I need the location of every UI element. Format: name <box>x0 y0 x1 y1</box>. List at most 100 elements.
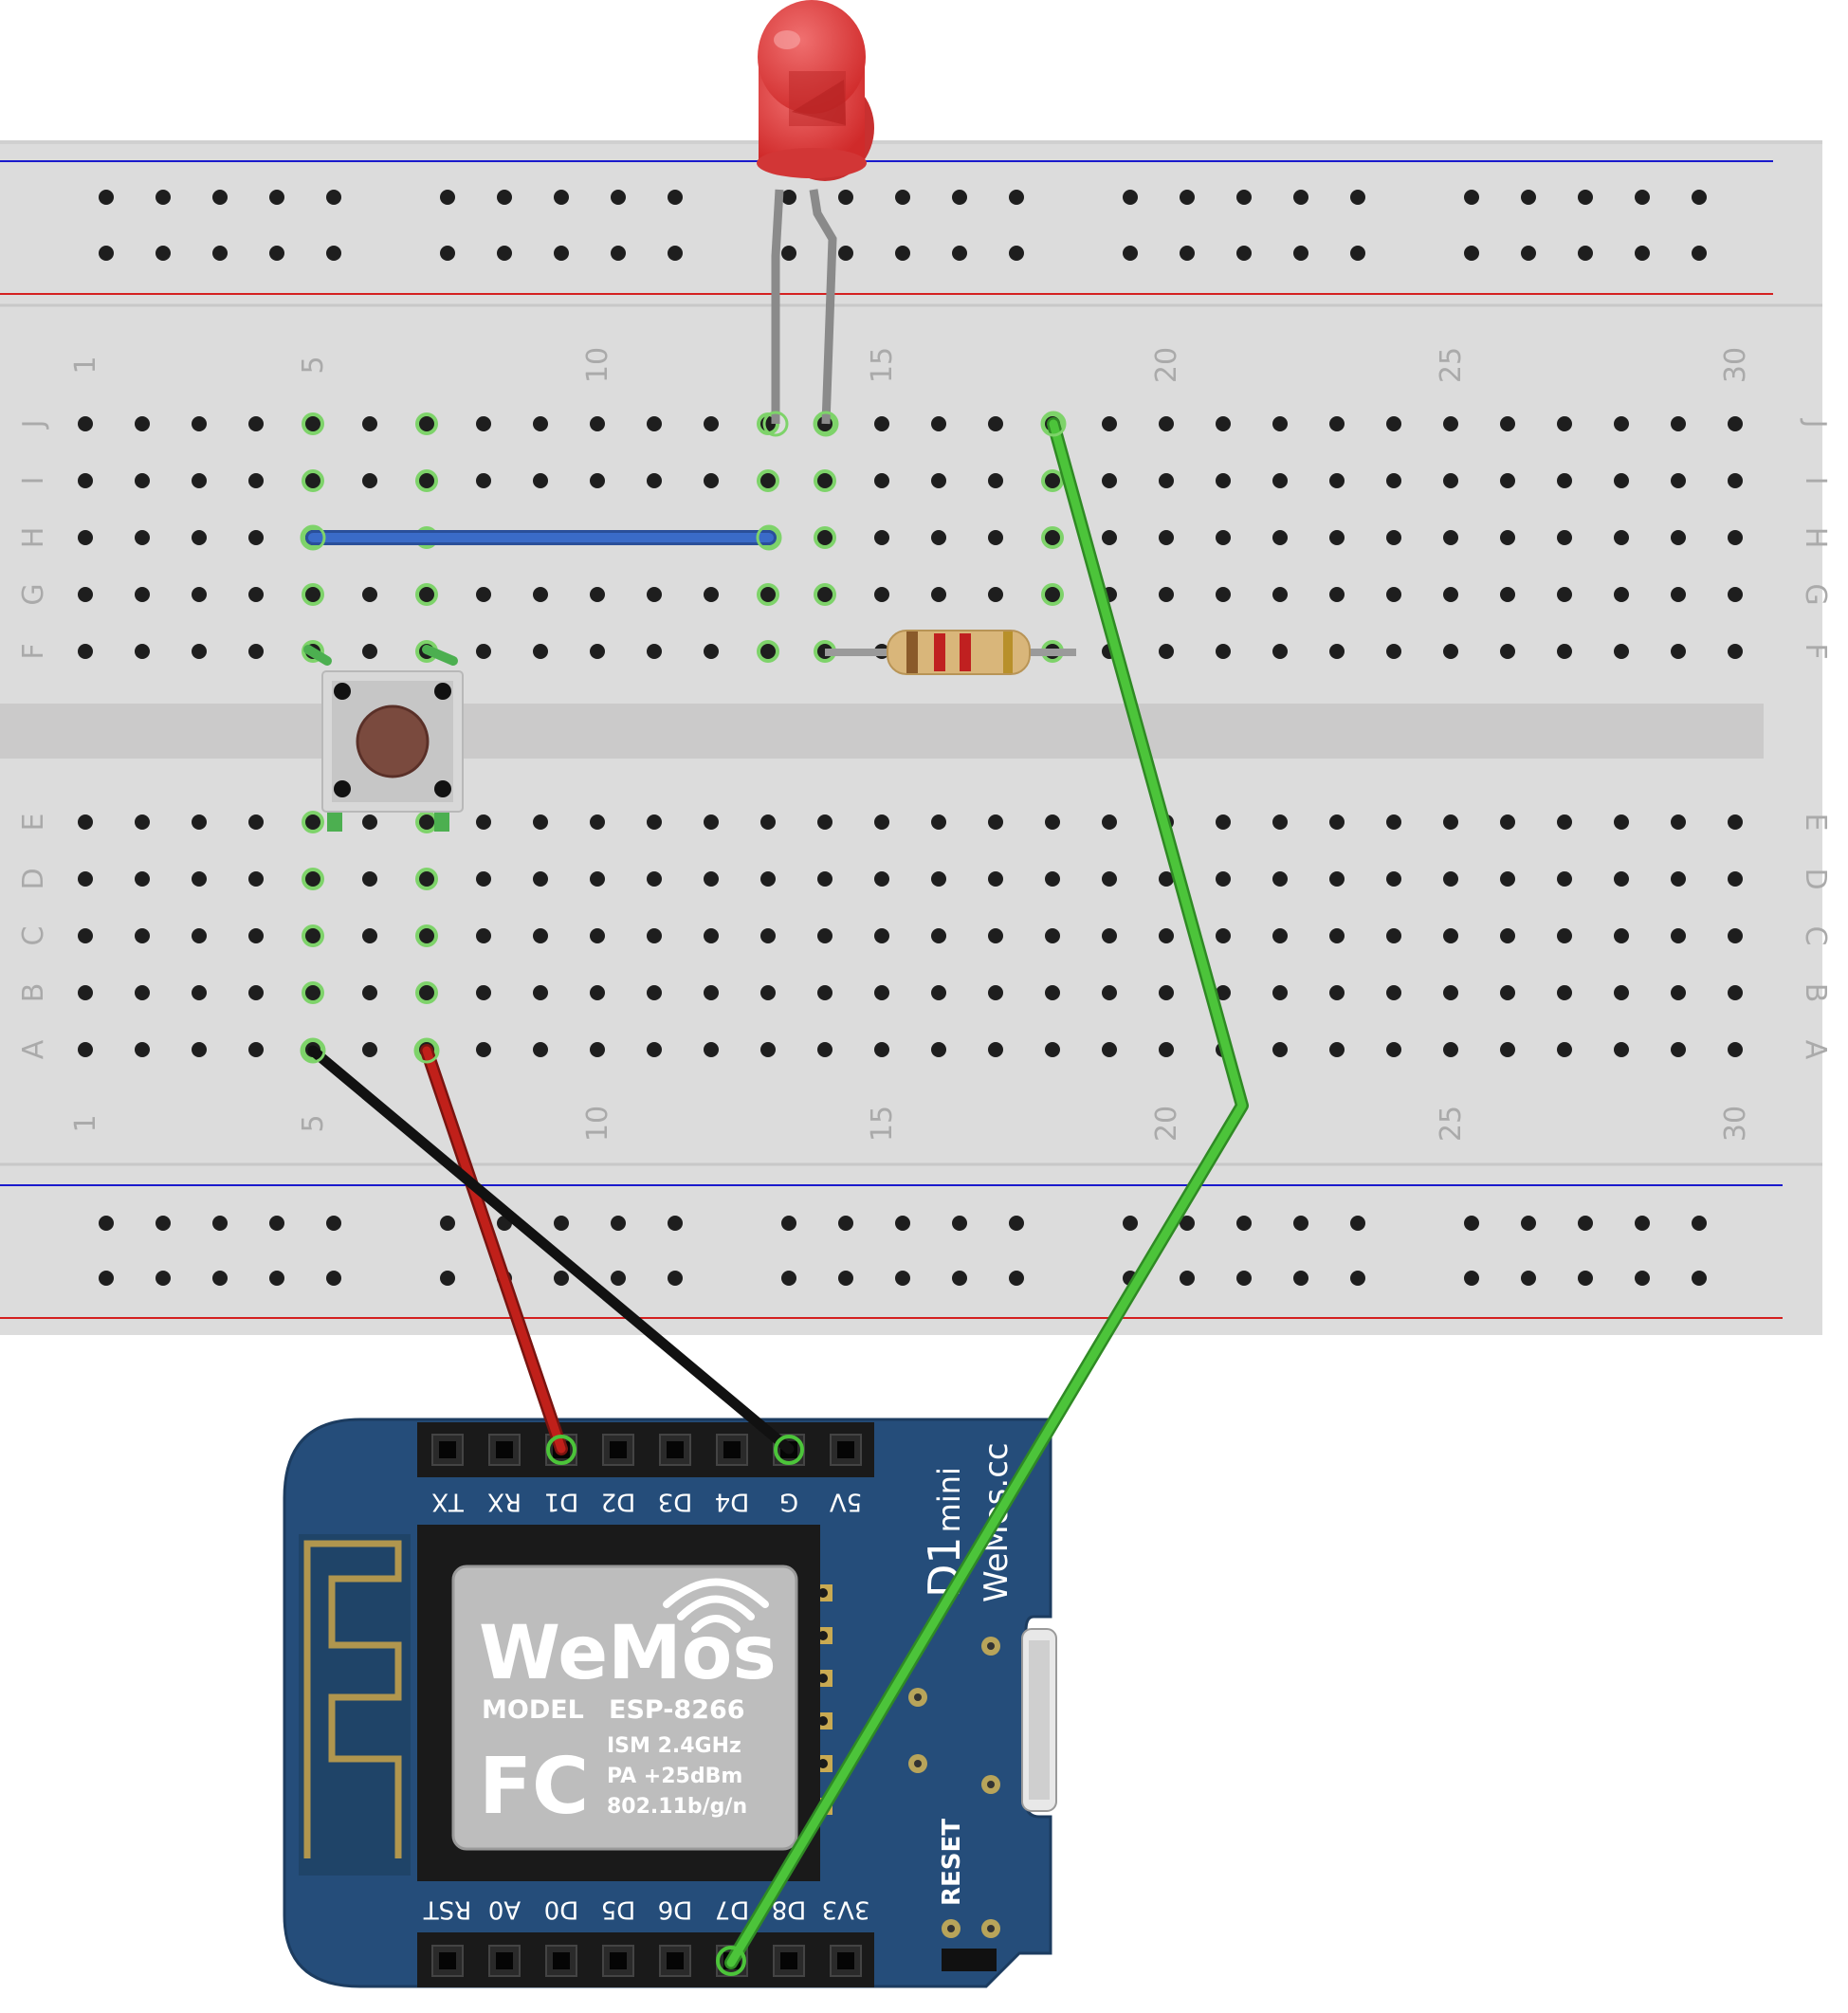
module-pad-hole <box>818 1759 828 1768</box>
breadboard-hole <box>305 416 320 431</box>
breadboard-hole <box>668 1216 683 1231</box>
breadboard-hole <box>1272 985 1288 1000</box>
breadboard-hole <box>874 928 889 943</box>
breadboard-hole <box>1216 928 1231 943</box>
breadboard-hole <box>1386 587 1401 602</box>
column-number: 20 <box>1150 347 1183 383</box>
breadboard-hole <box>1500 530 1515 545</box>
row-letter: A <box>1799 1040 1832 1060</box>
breadboard-hole <box>1386 814 1401 830</box>
breadboard-hole <box>248 1042 264 1057</box>
breadboard-hole <box>1329 1042 1345 1057</box>
breadboard-hole <box>704 1042 719 1057</box>
breadboard-hole <box>135 1042 150 1057</box>
model-value: ESP-8266 <box>609 1695 745 1725</box>
breadboard-hole <box>248 814 264 830</box>
breadboard-hole <box>988 928 1003 943</box>
breadboard-hole <box>1443 985 1458 1000</box>
red-led <box>757 0 874 425</box>
row-letter: H <box>1799 527 1832 549</box>
breadboard-hole <box>362 1042 377 1057</box>
breadboard-hole <box>590 985 605 1000</box>
breadboard-hole <box>1728 530 1743 545</box>
breadboard-hole <box>874 814 889 830</box>
green-wire <box>724 417 1249 1969</box>
breadboard-hole <box>1443 814 1458 830</box>
breadboard-hole <box>647 644 662 659</box>
breadboard-hole <box>533 985 548 1000</box>
breadboard-hole <box>611 1271 626 1286</box>
breadboard-hole <box>1692 1216 1707 1231</box>
breadboard-hole <box>1102 814 1117 830</box>
row-letter: C <box>1799 926 1832 946</box>
breadboard-hole <box>1329 814 1345 830</box>
breadboard-hole <box>817 1042 833 1057</box>
breadboard-hole <box>1350 1271 1365 1286</box>
breadboard-hole <box>192 985 207 1000</box>
breadboard-hole <box>1293 1216 1308 1231</box>
breadboard-hole <box>1102 1042 1117 1057</box>
breadboard-hole <box>838 1271 853 1286</box>
breadboard-hole <box>362 928 377 943</box>
pcb-antenna <box>303 1540 402 1858</box>
breadboard-hole <box>440 190 455 205</box>
spec-line: ISM 2.4GHz <box>607 1734 741 1758</box>
breadboard-hole <box>362 416 377 431</box>
breadboard-hole <box>1578 1216 1593 1231</box>
breadboard-hole <box>1728 814 1743 830</box>
breadboard-hole <box>135 814 150 830</box>
breadboard-hole <box>1671 416 1686 431</box>
header-pin-hole <box>439 1441 456 1458</box>
column-number: 10 <box>581 1106 614 1142</box>
breadboard-hole <box>952 190 967 205</box>
breadboard-hole <box>1671 530 1686 545</box>
breadboard-hole <box>192 587 207 602</box>
breadboard-hole <box>1443 871 1458 887</box>
breadboard-hole <box>611 190 626 205</box>
breadboard-hole <box>99 1271 114 1286</box>
breadboard-hole <box>760 928 776 943</box>
breadboard-hole <box>590 587 605 602</box>
breadboard-hole <box>1557 985 1572 1000</box>
row-letter: J <box>17 420 50 430</box>
breadboard-hole <box>1557 1042 1572 1057</box>
breadboard-hole <box>1464 190 1479 205</box>
breadboard-hole <box>1293 190 1308 205</box>
breadboard-hole <box>1464 1271 1479 1286</box>
column-number: 30 <box>1719 1106 1752 1142</box>
fcc-mark: FC <box>479 1742 589 1832</box>
top-pin-label: G <box>779 1488 798 1516</box>
breadboard-hole <box>476 985 491 1000</box>
breadboard-hole <box>1180 1271 1195 1286</box>
breadboard-hole <box>931 871 946 887</box>
breadboard-hole <box>1329 985 1345 1000</box>
breadboard-hole <box>760 473 776 488</box>
breadboard-hole <box>1123 246 1138 261</box>
breadboard-hole <box>874 871 889 887</box>
top-pin-label: D1 <box>544 1488 579 1516</box>
breadboard-hole <box>1500 985 1515 1000</box>
breadboard-hole <box>1557 871 1572 887</box>
breadboard-hole <box>1159 871 1174 887</box>
breadboard-hole <box>931 530 946 545</box>
breadboard-hole <box>269 246 284 261</box>
breadboard-hole <box>362 587 377 602</box>
breadboard-hole <box>1386 530 1401 545</box>
breadboard-hole <box>1728 416 1743 431</box>
breadboard-top-edge <box>0 140 1822 144</box>
breadboard-hole <box>1329 473 1345 488</box>
row-letter: B <box>1799 983 1832 1003</box>
breadboard-hole <box>1159 928 1174 943</box>
breadboard-hole <box>248 871 264 887</box>
breadboard-hole <box>1350 246 1365 261</box>
breadboard-hole <box>78 871 93 887</box>
breadboard-hole <box>1045 985 1060 1000</box>
breadboard-hole <box>419 416 434 431</box>
breadboard-hole <box>1614 871 1629 887</box>
breadboard-hole <box>952 246 967 261</box>
breadboard-hole <box>781 1271 796 1286</box>
breadboard-hole <box>895 1216 910 1231</box>
resistor <box>825 630 1076 675</box>
center-channel <box>0 704 1764 759</box>
